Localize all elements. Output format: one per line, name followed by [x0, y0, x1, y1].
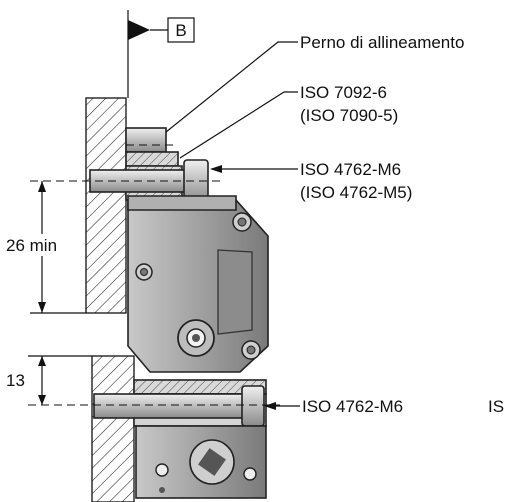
switch-cap: [127, 195, 237, 211]
label-iso-4762-m6-lower: ISO 4762-M6: [302, 397, 403, 416]
upper-wall: [85, 97, 127, 314]
switch-panel: [217, 249, 253, 335]
lower-housing: [135, 425, 267, 499]
dim-label-13: 13: [6, 371, 25, 390]
datum-box: [167, 17, 195, 43]
label-iso-4762-m5: (ISO 4762-M5): [300, 183, 412, 202]
lower-wall: [91, 355, 135, 502]
label-truncated: IS: [488, 397, 504, 416]
datum-flag: [128, 20, 150, 40]
lower-screw-left: [155, 463, 169, 477]
leader-alignment-pin: [165, 41, 298, 133]
lower-bolt-shank: [93, 393, 245, 419]
label-alignment-pin: Perno di allineamento: [300, 33, 464, 52]
dim-label-26: 26 min: [6, 236, 57, 255]
washer: [125, 151, 179, 167]
lower-bolt-head: [241, 385, 265, 427]
datum-label: B: [175, 21, 186, 40]
alignment-pin: [125, 127, 167, 153]
lower-screw-right: [243, 467, 257, 481]
leader-washer: [179, 91, 298, 159]
label-iso-4762-m6-upper: ISO 4762-M6: [300, 160, 401, 179]
label-iso-7092: ISO 7092-6: [300, 83, 387, 102]
label-iso-7090: (ISO 7090-5): [300, 106, 398, 125]
